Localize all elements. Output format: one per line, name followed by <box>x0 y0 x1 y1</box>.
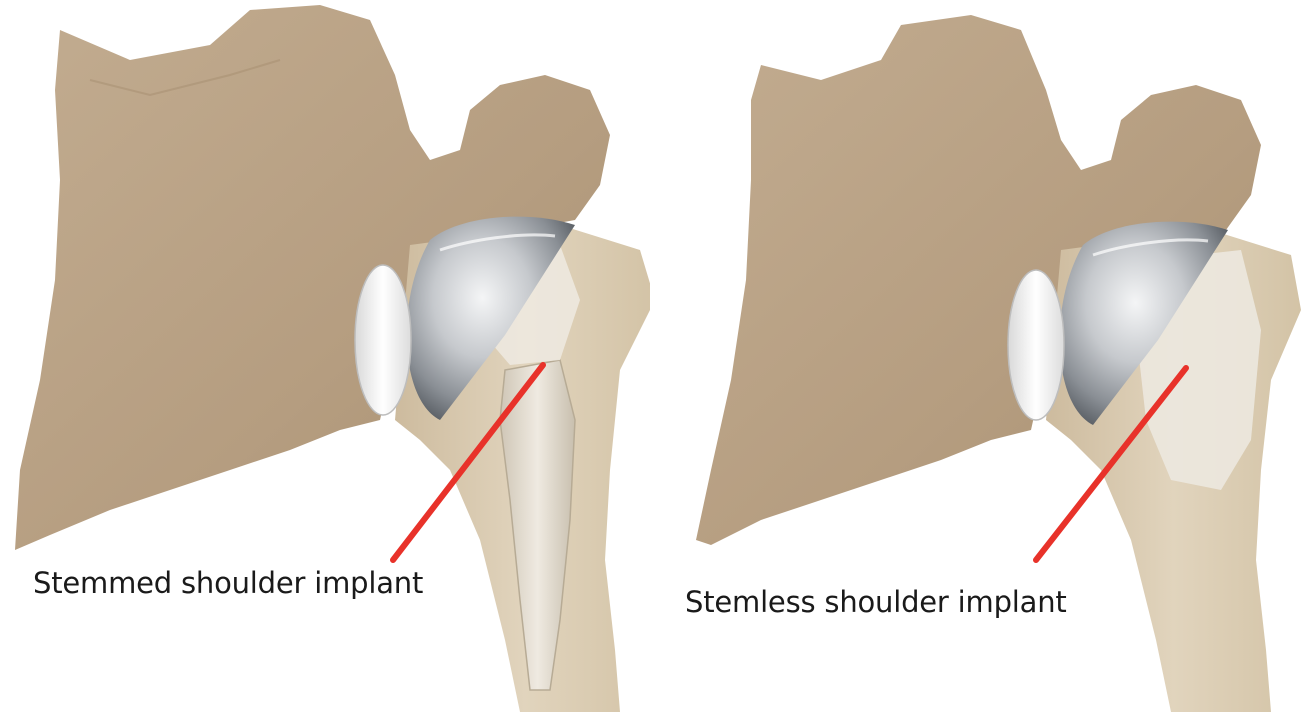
stemless-implant-caption: Stemless shoulder implant <box>685 585 1067 619</box>
glenoid-component <box>1008 270 1064 420</box>
glenoid-component <box>355 265 411 415</box>
stemless-implant-panel: Stemless shoulder implant <box>651 0 1301 712</box>
stemmed-implant-caption: Stemmed shoulder implant <box>33 566 423 600</box>
stemmed-implant-panel: Stemmed shoulder implant <box>0 0 650 712</box>
stemmed-implant-illustration <box>0 0 650 712</box>
